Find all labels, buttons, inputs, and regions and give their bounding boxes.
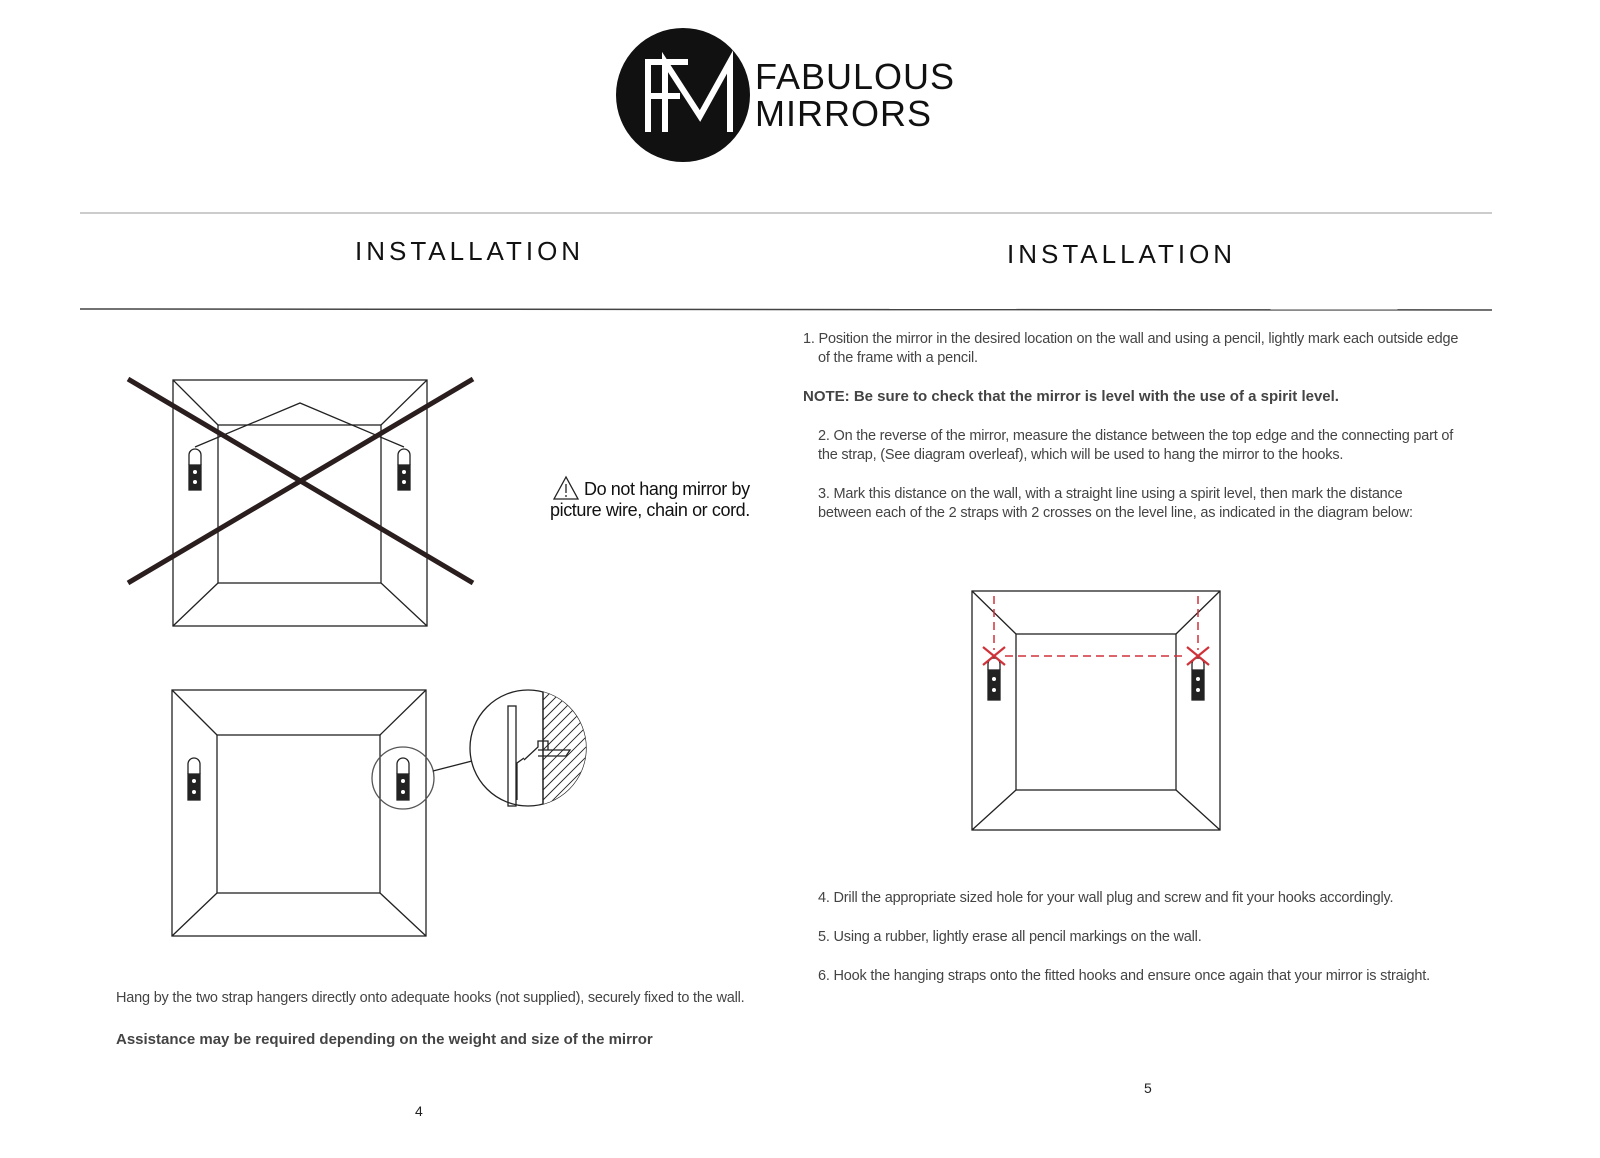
hang-caption: Hang by the two strap hangers directly o… xyxy=(116,990,745,1006)
right-heading: INSTALLATION xyxy=(1007,239,1237,269)
diagram-wall-marks xyxy=(971,590,1221,831)
level-note: NOTE: Be sure to check that the mirror i… xyxy=(803,388,1339,405)
bottom-rule xyxy=(79,308,1493,311)
step-2: 2. On the reverse of the mirror, measure… xyxy=(818,428,1454,463)
warning-text: Do not hang mirror by picture wire, chai… xyxy=(550,479,750,520)
brand-name: FABULOUS MIRRORS xyxy=(755,58,955,132)
step-5: 5. Using a rubber, lightly erase all pen… xyxy=(818,929,1202,945)
brand-logo xyxy=(616,28,750,162)
cross-mark-icon xyxy=(982,646,1210,666)
strap-hanger-icon xyxy=(188,448,202,491)
warning-icon xyxy=(552,475,580,500)
strap-hanger-icon xyxy=(187,757,201,801)
brand-name-line2: MIRRORS xyxy=(755,93,932,134)
cross-out-icon xyxy=(126,376,475,586)
step-3: 3. Mark this distance on the wall, with … xyxy=(818,486,1413,521)
step-1: 1. Position the mirror in the desired lo… xyxy=(803,331,1459,366)
hook-detail-icon xyxy=(469,689,587,807)
step-4: 4. Drill the appropriate sized hole for … xyxy=(818,890,1394,906)
diagram-wrong-wire xyxy=(126,376,475,627)
step-6: 6. Hook the hanging straps onto the fitt… xyxy=(818,968,1430,984)
diagram-strap-hanging xyxy=(171,689,587,937)
strap-hanger-icon xyxy=(987,657,1001,701)
level-line xyxy=(993,596,1199,657)
left-heading: INSTALLATION xyxy=(355,236,585,266)
brand-name-line1: FABULOUS xyxy=(755,56,956,97)
strap-hanger-icon xyxy=(1191,657,1205,701)
assistance-note: Assistance may be required depending on … xyxy=(116,1031,653,1048)
page-number-left: 4 xyxy=(415,1103,423,1119)
strap-hanger-icon xyxy=(396,757,410,801)
page-number-right: 5 xyxy=(1144,1080,1152,1096)
strap-hanger-icon xyxy=(397,448,411,491)
